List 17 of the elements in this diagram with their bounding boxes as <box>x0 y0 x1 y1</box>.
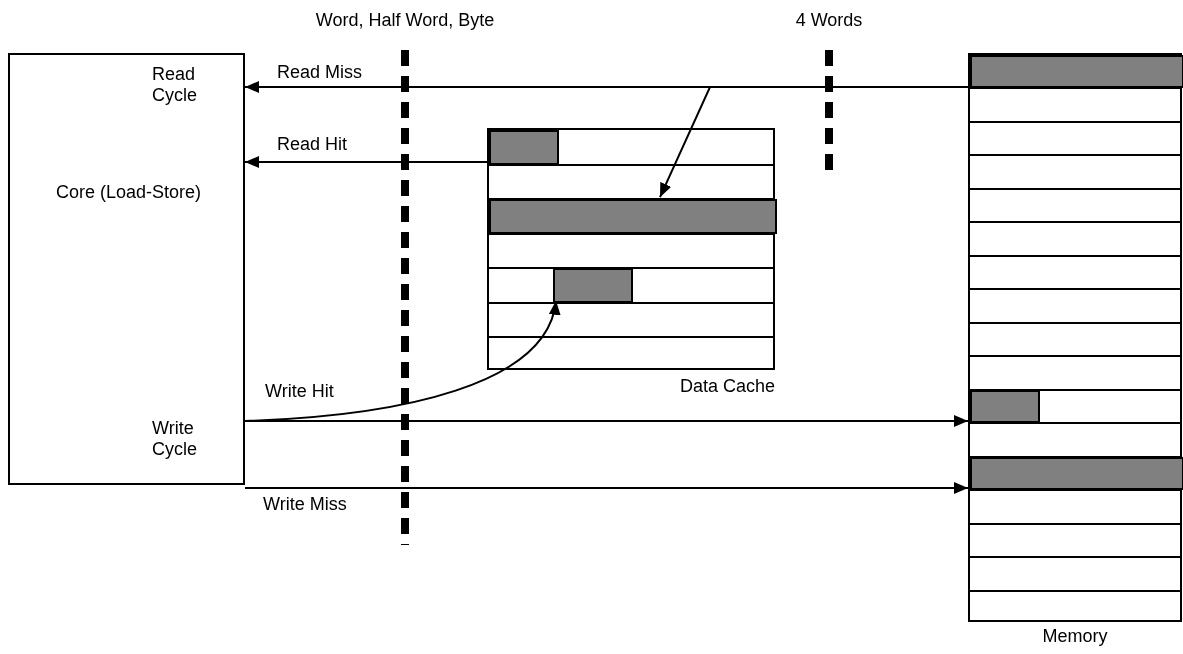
shaded-block <box>489 199 777 234</box>
box-text: Core (Load-Store) <box>54 182 203 203</box>
shaded-block <box>970 55 1183 89</box>
box-text: Read Cycle <box>152 64 198 106</box>
core-box <box>8 53 245 485</box>
shaded-block <box>970 456 1183 491</box>
arrow <box>244 415 969 427</box>
table-caption: Memory <box>1041 626 1109 647</box>
arrow <box>244 156 488 168</box>
boundary-label: 4 Words <box>794 10 864 31</box>
boundary-label: Word, Half Word, Byte <box>314 10 496 31</box>
shaded-block <box>489 130 559 165</box>
arrow <box>244 482 969 494</box>
box-text: Write Cycle <box>152 418 198 460</box>
shaded-block <box>970 389 1040 424</box>
shaded-block <box>553 268 633 303</box>
table-caption: Data Cache <box>679 376 775 397</box>
